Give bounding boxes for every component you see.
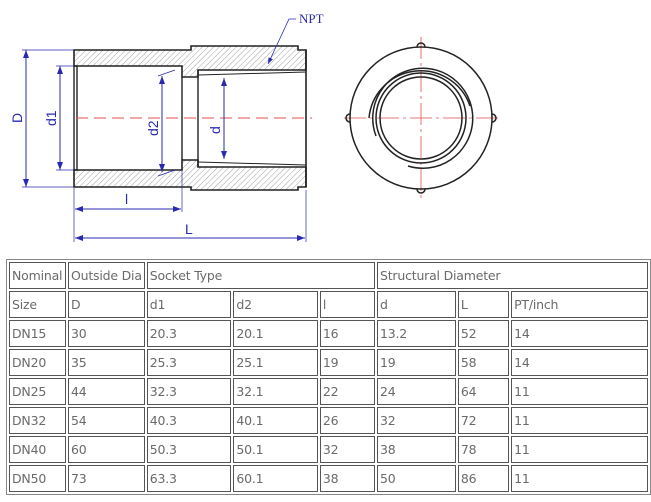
header-cell: Outside Dia bbox=[67, 262, 145, 289]
table-cell: 52 bbox=[457, 320, 510, 347]
dim-label-d: d bbox=[207, 126, 223, 134]
table-cell: DN15 bbox=[9, 320, 66, 347]
dim-label-d2: d2 bbox=[145, 120, 161, 136]
table-cell: 11 bbox=[511, 465, 648, 492]
table-cell: 60 bbox=[67, 436, 145, 463]
table-cell: 22 bbox=[319, 378, 375, 405]
table-cell: DN20 bbox=[9, 349, 66, 376]
table-cell: 40.3 bbox=[146, 407, 232, 434]
table-cell: 16 bbox=[319, 320, 375, 347]
dim-label-L: L bbox=[185, 221, 193, 237]
table-cell: 11 bbox=[511, 407, 648, 434]
table-cell: 40.1 bbox=[233, 407, 318, 434]
table-cell: 86 bbox=[457, 465, 510, 492]
table-cell: 14 bbox=[511, 320, 648, 347]
table-cell: 78 bbox=[457, 436, 510, 463]
dimension-table: Nominal Outside Dia Socket Type Structur… bbox=[6, 259, 651, 495]
header-cell: d bbox=[376, 291, 456, 318]
table-cell: DN32 bbox=[9, 407, 66, 434]
table-cell: 11 bbox=[511, 436, 648, 463]
header-cell: L bbox=[457, 291, 510, 318]
table-cell: 35 bbox=[67, 349, 145, 376]
table-cell: 50.3 bbox=[146, 436, 232, 463]
table-cell: 25.1 bbox=[233, 349, 318, 376]
dim-label-d1: d1 bbox=[43, 110, 59, 126]
table-cell: DN50 bbox=[9, 465, 66, 492]
table-cell: 72 bbox=[457, 407, 510, 434]
table-cell: 24 bbox=[376, 378, 456, 405]
table-cell: 32.3 bbox=[146, 378, 232, 405]
table-cell: 44 bbox=[67, 378, 145, 405]
table-cell: 19 bbox=[319, 349, 375, 376]
table-cell: 50 bbox=[376, 465, 456, 492]
table-header-row: Nominal Outside Dia Socket Type Structur… bbox=[9, 262, 648, 289]
table-cell: 38 bbox=[319, 465, 375, 492]
table-cell: 54 bbox=[67, 407, 145, 434]
npt-label: NPT bbox=[299, 11, 324, 26]
header-cell: Nominal bbox=[9, 262, 66, 289]
table-cell: DN40 bbox=[9, 436, 66, 463]
header-cell: Size bbox=[9, 291, 66, 318]
table-cell: DN25 bbox=[9, 378, 66, 405]
table-cell: 30 bbox=[67, 320, 145, 347]
header-cell: d1 bbox=[146, 291, 232, 318]
table-cell: 32 bbox=[319, 436, 375, 463]
header-cell: l bbox=[319, 291, 375, 318]
table-cell: 26 bbox=[319, 407, 375, 434]
table-subheader-row: Size D d1 d2 l d L PT/inch bbox=[9, 291, 648, 318]
header-cell: PT/inch bbox=[511, 291, 648, 318]
table-cell: 19 bbox=[376, 349, 456, 376]
table-cell: 32 bbox=[376, 407, 456, 434]
table-cell: 38 bbox=[376, 436, 456, 463]
table-cell: 73 bbox=[67, 465, 145, 492]
header-cell: d2 bbox=[233, 291, 318, 318]
table-cell: 11 bbox=[511, 378, 648, 405]
table-cell: 60.1 bbox=[233, 465, 318, 492]
table-cell: 20.3 bbox=[146, 320, 232, 347]
dim-label-l: l bbox=[125, 191, 128, 207]
side-section-view: D d1 d2 d l L NPT bbox=[9, 11, 324, 242]
table-cell: 64 bbox=[457, 378, 510, 405]
end-view bbox=[344, 37, 502, 199]
table-cell: 25.3 bbox=[146, 349, 232, 376]
header-cell: D bbox=[67, 291, 145, 318]
header-cell: Socket Type bbox=[146, 262, 375, 289]
table-cell: 13.2 bbox=[376, 320, 456, 347]
header-cell: Structural Diameter bbox=[376, 262, 648, 289]
table-cell: 58 bbox=[457, 349, 510, 376]
table-cell: 50.1 bbox=[233, 436, 318, 463]
table-cell: 14 bbox=[511, 349, 648, 376]
table-cell: 20.1 bbox=[233, 320, 318, 347]
table-cell: 32.1 bbox=[233, 378, 318, 405]
dim-label-D: D bbox=[9, 113, 25, 123]
table-cell: 63.3 bbox=[146, 465, 232, 492]
fitting-technical-drawing: D d1 d2 d l L NPT bbox=[9, 11, 502, 242]
